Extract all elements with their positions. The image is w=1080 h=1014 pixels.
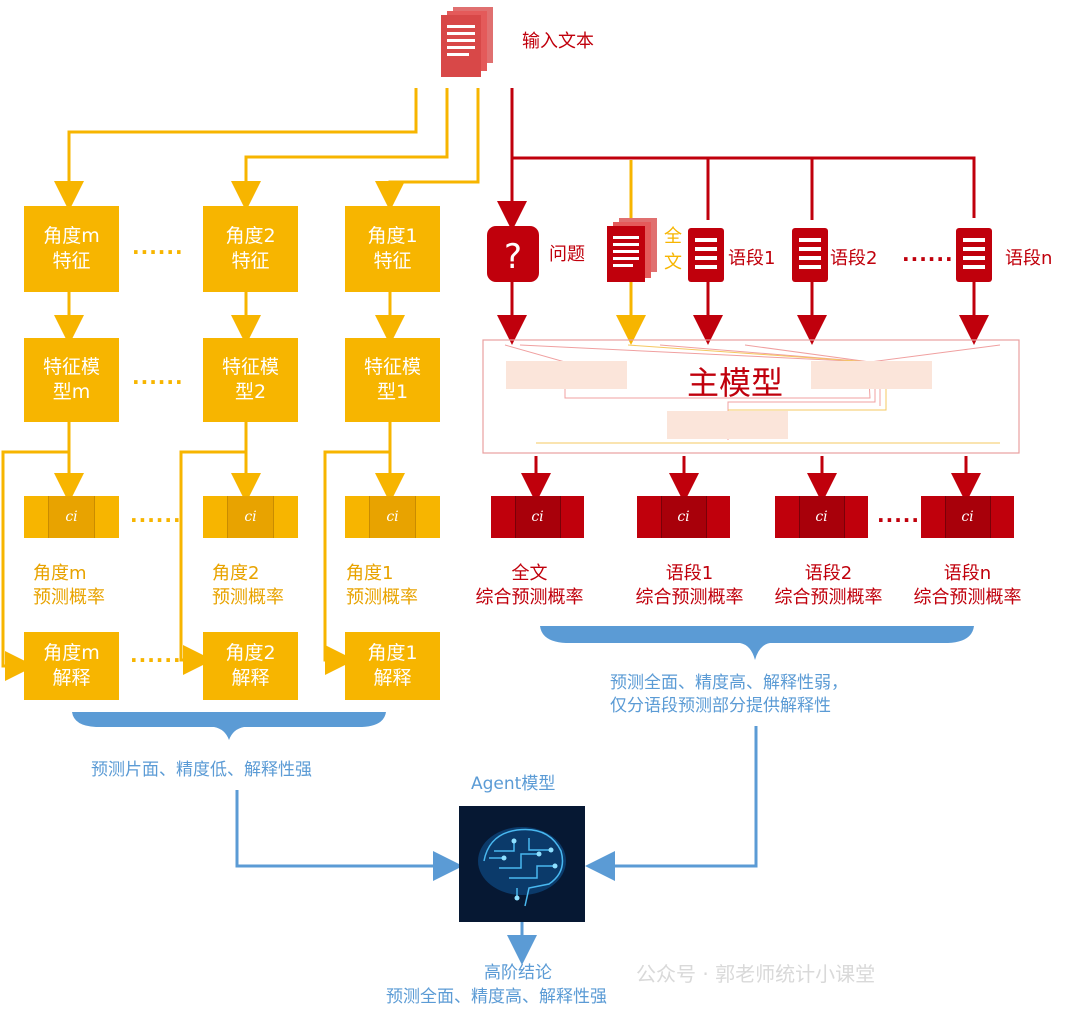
ai-brain-image (459, 806, 585, 922)
fulltext-label-char2: 文 (664, 252, 682, 273)
segment-2-prob-bar: ci (775, 496, 868, 538)
segment-n-label: 语段n (1005, 248, 1053, 269)
angle-2-explain-label: 角度2 解释 (225, 642, 276, 689)
feature-model-1-box: 特征模 型1 (345, 338, 440, 422)
angle-m-explain-box: 角度m 解释 (24, 632, 119, 700)
segment-n-document-icon (956, 228, 992, 282)
c-i-label: ci (514, 496, 561, 538)
segment-n-prob-label: 语段n 综合预测概率 (913, 563, 1022, 608)
c-i-label: ci (660, 496, 707, 538)
c-i-label: ci (369, 496, 416, 538)
main-model-block-bottom (667, 411, 788, 439)
ellipsis: ······ (877, 508, 929, 532)
angle-1-explain-box: 角度1 解释 (345, 632, 440, 700)
feature-model-m-box: 特征模 型m (24, 338, 119, 422)
ellipsis: ······ (132, 370, 184, 394)
segment-1-prob-label: 语段1 综合预测概率 (635, 563, 744, 608)
right-summary: 预测全面、精度高、解释性弱， 仅分语段预测部分提供解释性 (610, 673, 848, 716)
angle-1-prob-label: 角度1 预测概率 (346, 563, 418, 608)
c-i-label: ci (227, 496, 274, 538)
feature-model-1-label: 特征模 型1 (363, 356, 421, 403)
angle-m-prob-label: 角度m 预测概率 (33, 563, 105, 608)
fulltext-label-char1: 全 (664, 226, 682, 247)
final-summary: 预测全面、精度高、解释性强 (386, 987, 607, 1007)
angle-m-feature-label: 角度m 特征 (43, 225, 100, 272)
watermark: 公众号 · 郭老师统计小课堂 (636, 962, 876, 986)
main-model-title: 主模型 (687, 364, 784, 402)
c-i-label: ci (944, 496, 991, 538)
angle-2-feature-box: 角度2 特征 (203, 206, 298, 292)
question-icon: ? (487, 226, 539, 282)
angle-2-explain-box: 角度2 解释 (203, 632, 298, 700)
angle-1-prob-bar: ci (345, 496, 440, 538)
final-conclusion-title: 高阶结论 (484, 963, 552, 983)
main-model-block-left (506, 361, 627, 389)
segment-1-prob-bar: ci (637, 496, 730, 538)
feature-model-m-label: 特征模 型m (42, 356, 100, 403)
angle-2-feature-label: 角度2 特征 (225, 225, 276, 272)
ellipsis: ······ (132, 240, 184, 264)
angle-1-explain-label: 角度1 解释 (367, 642, 418, 689)
svg-text:?: ? (504, 237, 522, 277)
ellipsis: ······ (130, 508, 182, 532)
segment-1-document-icon (688, 228, 724, 282)
segment-2-document-icon (792, 228, 828, 282)
segment-n-prob-bar: ci (921, 496, 1014, 538)
angle-m-prob-bar: ci (24, 496, 119, 538)
left-summary: 预测片面、精度低、解释性强 (91, 760, 312, 780)
angle-1-feature-label: 角度1 特征 (367, 225, 418, 272)
input-documents-icon (441, 7, 493, 77)
feature-model-2-label: 特征模 型2 (221, 356, 279, 403)
fulltext-prob-label: 全文 综合预测概率 (475, 563, 584, 608)
input-text-label: 输入文本 (522, 31, 594, 52)
segment-1-label: 语段1 (728, 248, 776, 269)
fulltext-prob-bar: ci (491, 496, 584, 538)
question-label: 问题 (549, 244, 585, 265)
angle-2-prob-label: 角度2 预测概率 (212, 563, 284, 608)
c-i-label: ci (798, 496, 845, 538)
c-i-label: ci (48, 496, 95, 538)
main-model-block-right (811, 361, 932, 389)
ellipsis: ······ (902, 247, 954, 271)
angle-1-feature-box: 角度1 特征 (345, 206, 440, 292)
segment-2-label: 语段2 (830, 248, 878, 269)
ellipsis: ······ (130, 648, 182, 672)
angle-m-explain-label: 角度m 解释 (43, 642, 100, 689)
angle-2-prob-bar: ci (203, 496, 298, 538)
fulltext-documents-icon (607, 218, 657, 282)
feature-model-2-box: 特征模 型2 (203, 338, 298, 422)
segment-2-prob-label: 语段2 综合预测概率 (774, 563, 883, 608)
angle-m-feature-box: 角度m 特征 (24, 206, 119, 292)
agent-model-title: Agent模型 (471, 774, 556, 794)
